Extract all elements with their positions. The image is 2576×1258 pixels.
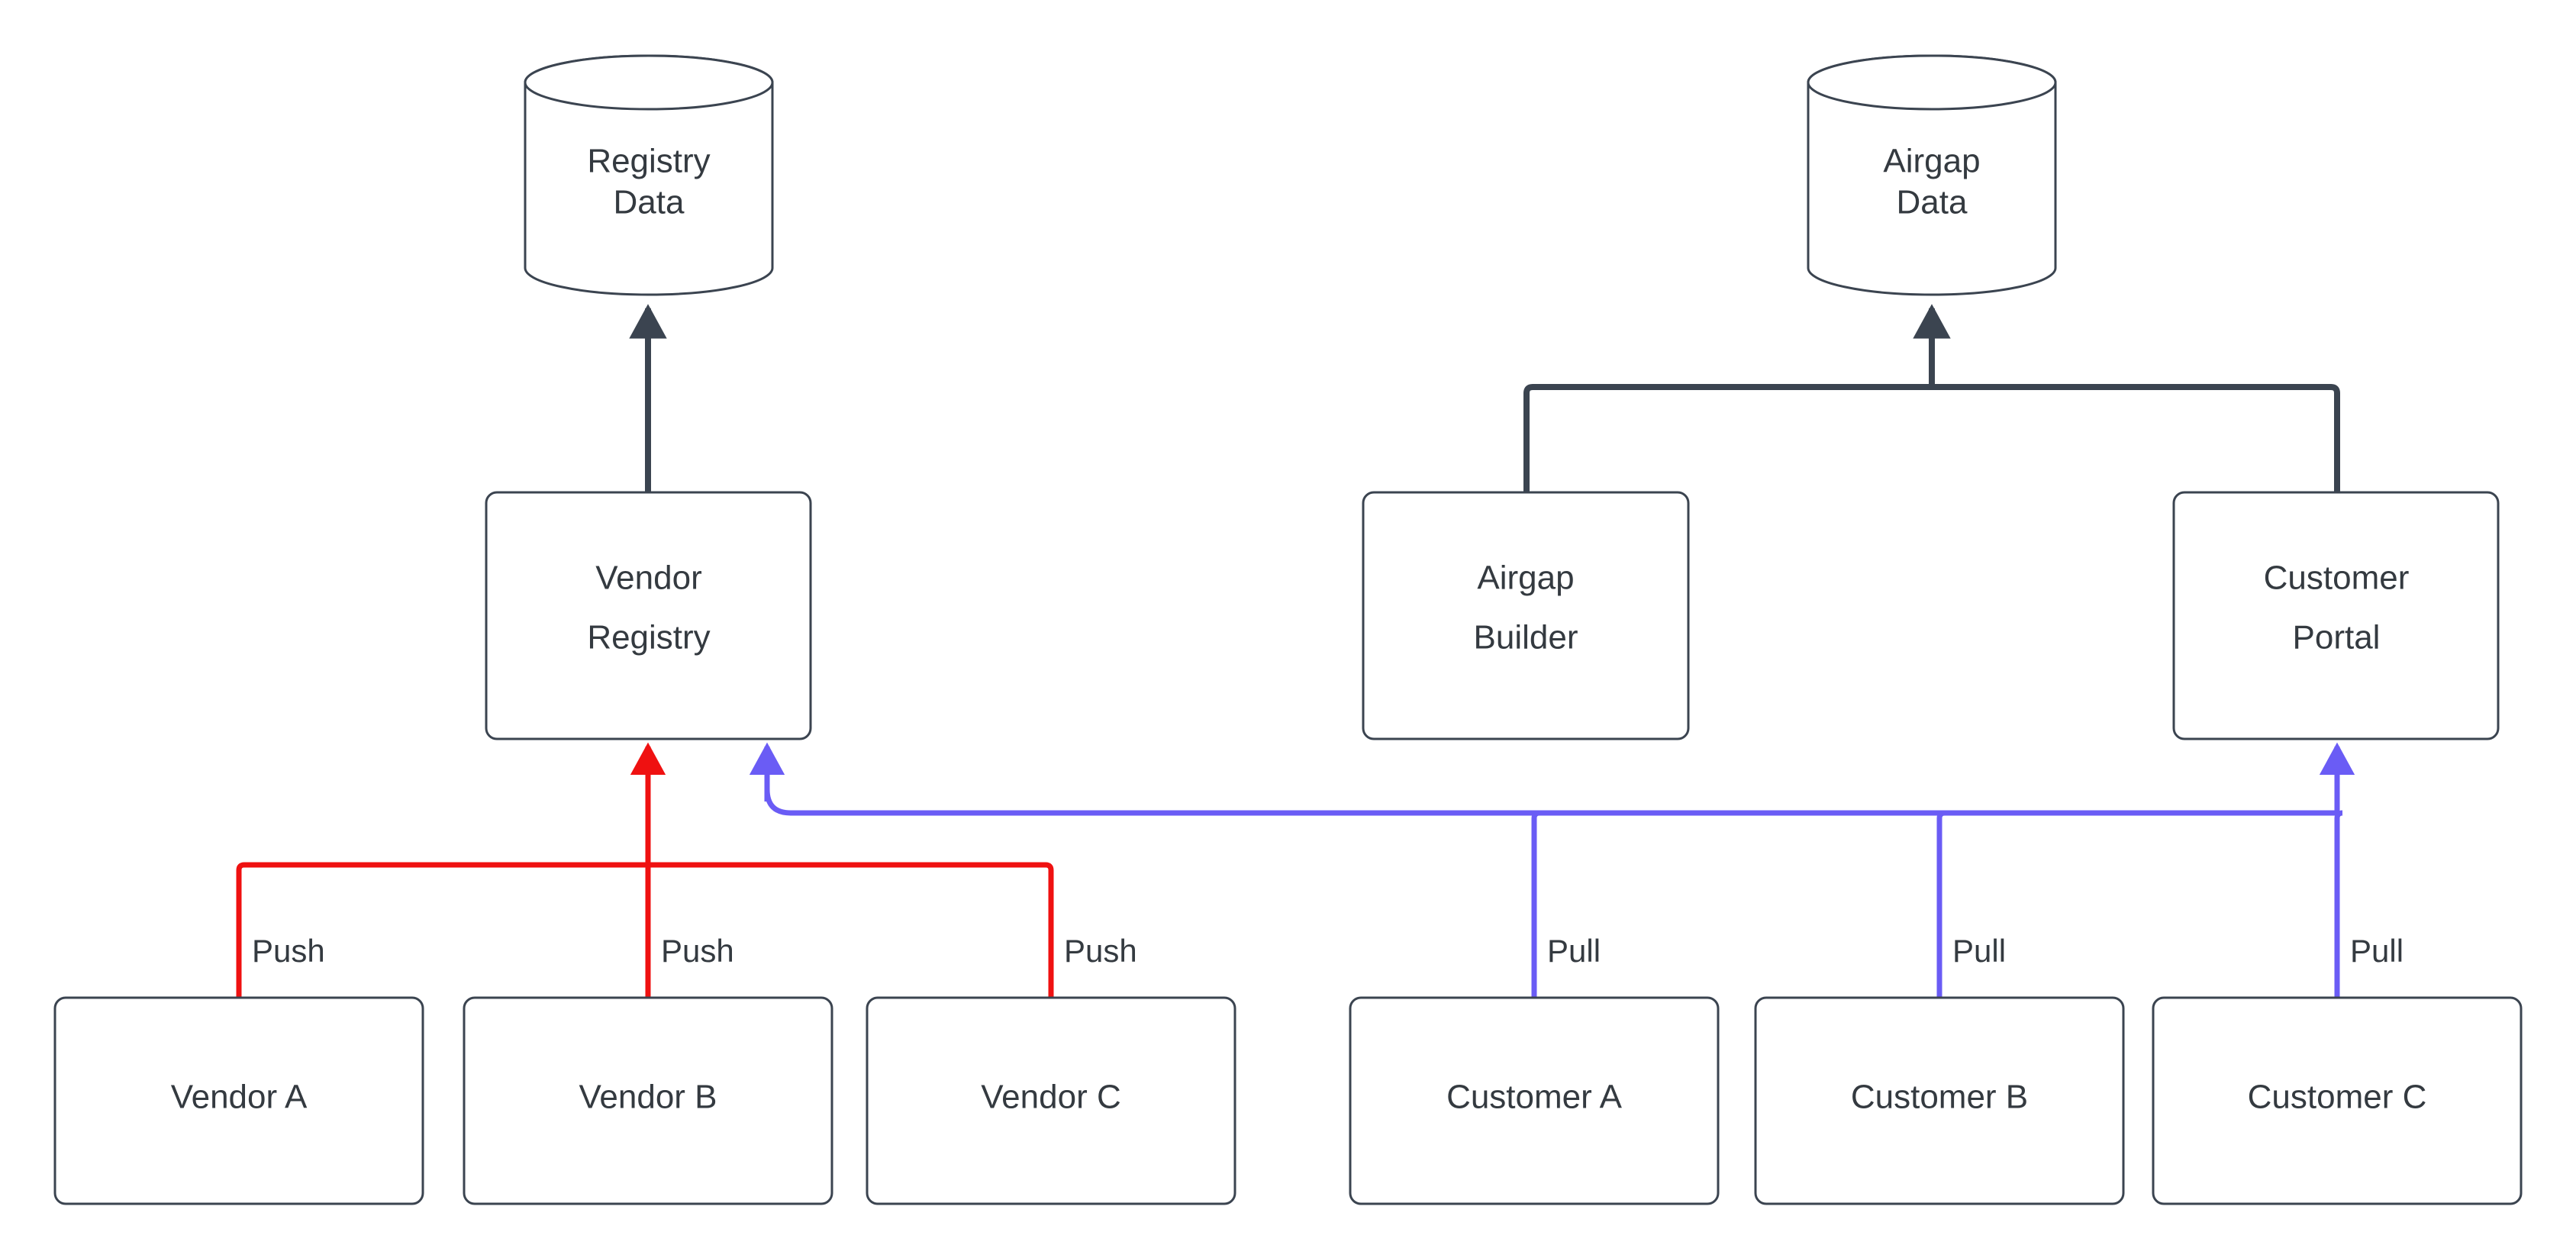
vendor-registry-box [485,491,812,740]
edge-pull-customer-b-stub [1936,810,1946,998]
node-customer-c[interactable]: Customer C [2152,996,2523,1205]
edge-push-bus [236,862,1054,998]
airgap-builder-label-line1: Airgap [1477,560,1574,597]
customer-portal-box [2172,491,2500,740]
airgap-builder-label-line2: Builder [1474,619,1578,656]
registry-data-label-line2: Data [614,184,685,221]
node-vendor-a[interactable]: Vendor A [53,996,424,1205]
edge-airgap-bus [1523,384,2340,492]
vendor-b-box [463,996,833,1205]
edge-label-pull-customer-a: Pull [1547,933,1601,969]
node-vendor-b[interactable]: Vendor B [463,996,833,1205]
datastore-airgap-data[interactable]: Airgap Data [1807,54,2057,296]
customer-portal-label-line2: Portal [2293,619,2381,656]
node-vendor-registry[interactable]: Vendor Registry [485,491,812,740]
customer-portal-label-line1: Customer [2264,560,2410,597]
node-customer-b[interactable]: Customer B [1754,996,2125,1205]
registry-data-label-line1: Registry [587,143,710,180]
edge-pull-customer-c-stub [2334,810,2343,998]
airgap-data-label-line2: Data [1897,184,1968,221]
edge-label-pull-customer-c: Pull [2350,933,2404,969]
edge-label-push-vendor-c: Push [1064,933,1137,969]
edge-label-pull-customer-b: Pull [1952,933,2006,969]
datastore-registry-data[interactable]: Registry Data [524,54,774,296]
registry-data-cylinder-top [524,54,774,111]
vendor-c-label: Vendor C [981,1079,1120,1116]
customer-b-label: Customer B [1851,1079,2028,1116]
node-vendor-c[interactable]: Vendor C [866,996,1236,1205]
vendor-b-label: Vendor B [579,1079,717,1116]
edge-label-push-vendor-a: Push [252,933,325,969]
vendor-registry-label-line2: Registry [587,619,710,656]
airgap-data-cylinder-top [1807,54,2057,111]
airgap-builder-box [1362,491,1690,740]
vendor-registry-label-line1: Vendor [595,560,701,597]
customer-c-box [2152,996,2523,1205]
node-customer-a[interactable]: Customer A [1349,996,1720,1205]
vendor-a-box [53,996,424,1205]
edge-pull-customer-a-stub [1531,810,1540,998]
customer-c-label: Customer C [2248,1079,2427,1116]
airgap-data-label-line1: Airgap [1883,143,1980,180]
vendor-c-box [866,996,1236,1205]
customer-a-label: Customer A [1446,1079,1623,1116]
customer-b-box [1754,996,2125,1205]
edge-pull-bus-to-vendor-registry [764,789,2337,816]
edge-label-push-vendor-b: Push [661,933,734,969]
node-airgap-builder[interactable]: Airgap Builder [1362,491,1690,740]
node-customer-portal[interactable]: Customer Portal [2172,491,2500,740]
customer-a-box [1349,996,1720,1205]
vendor-a-label: Vendor A [171,1079,308,1116]
